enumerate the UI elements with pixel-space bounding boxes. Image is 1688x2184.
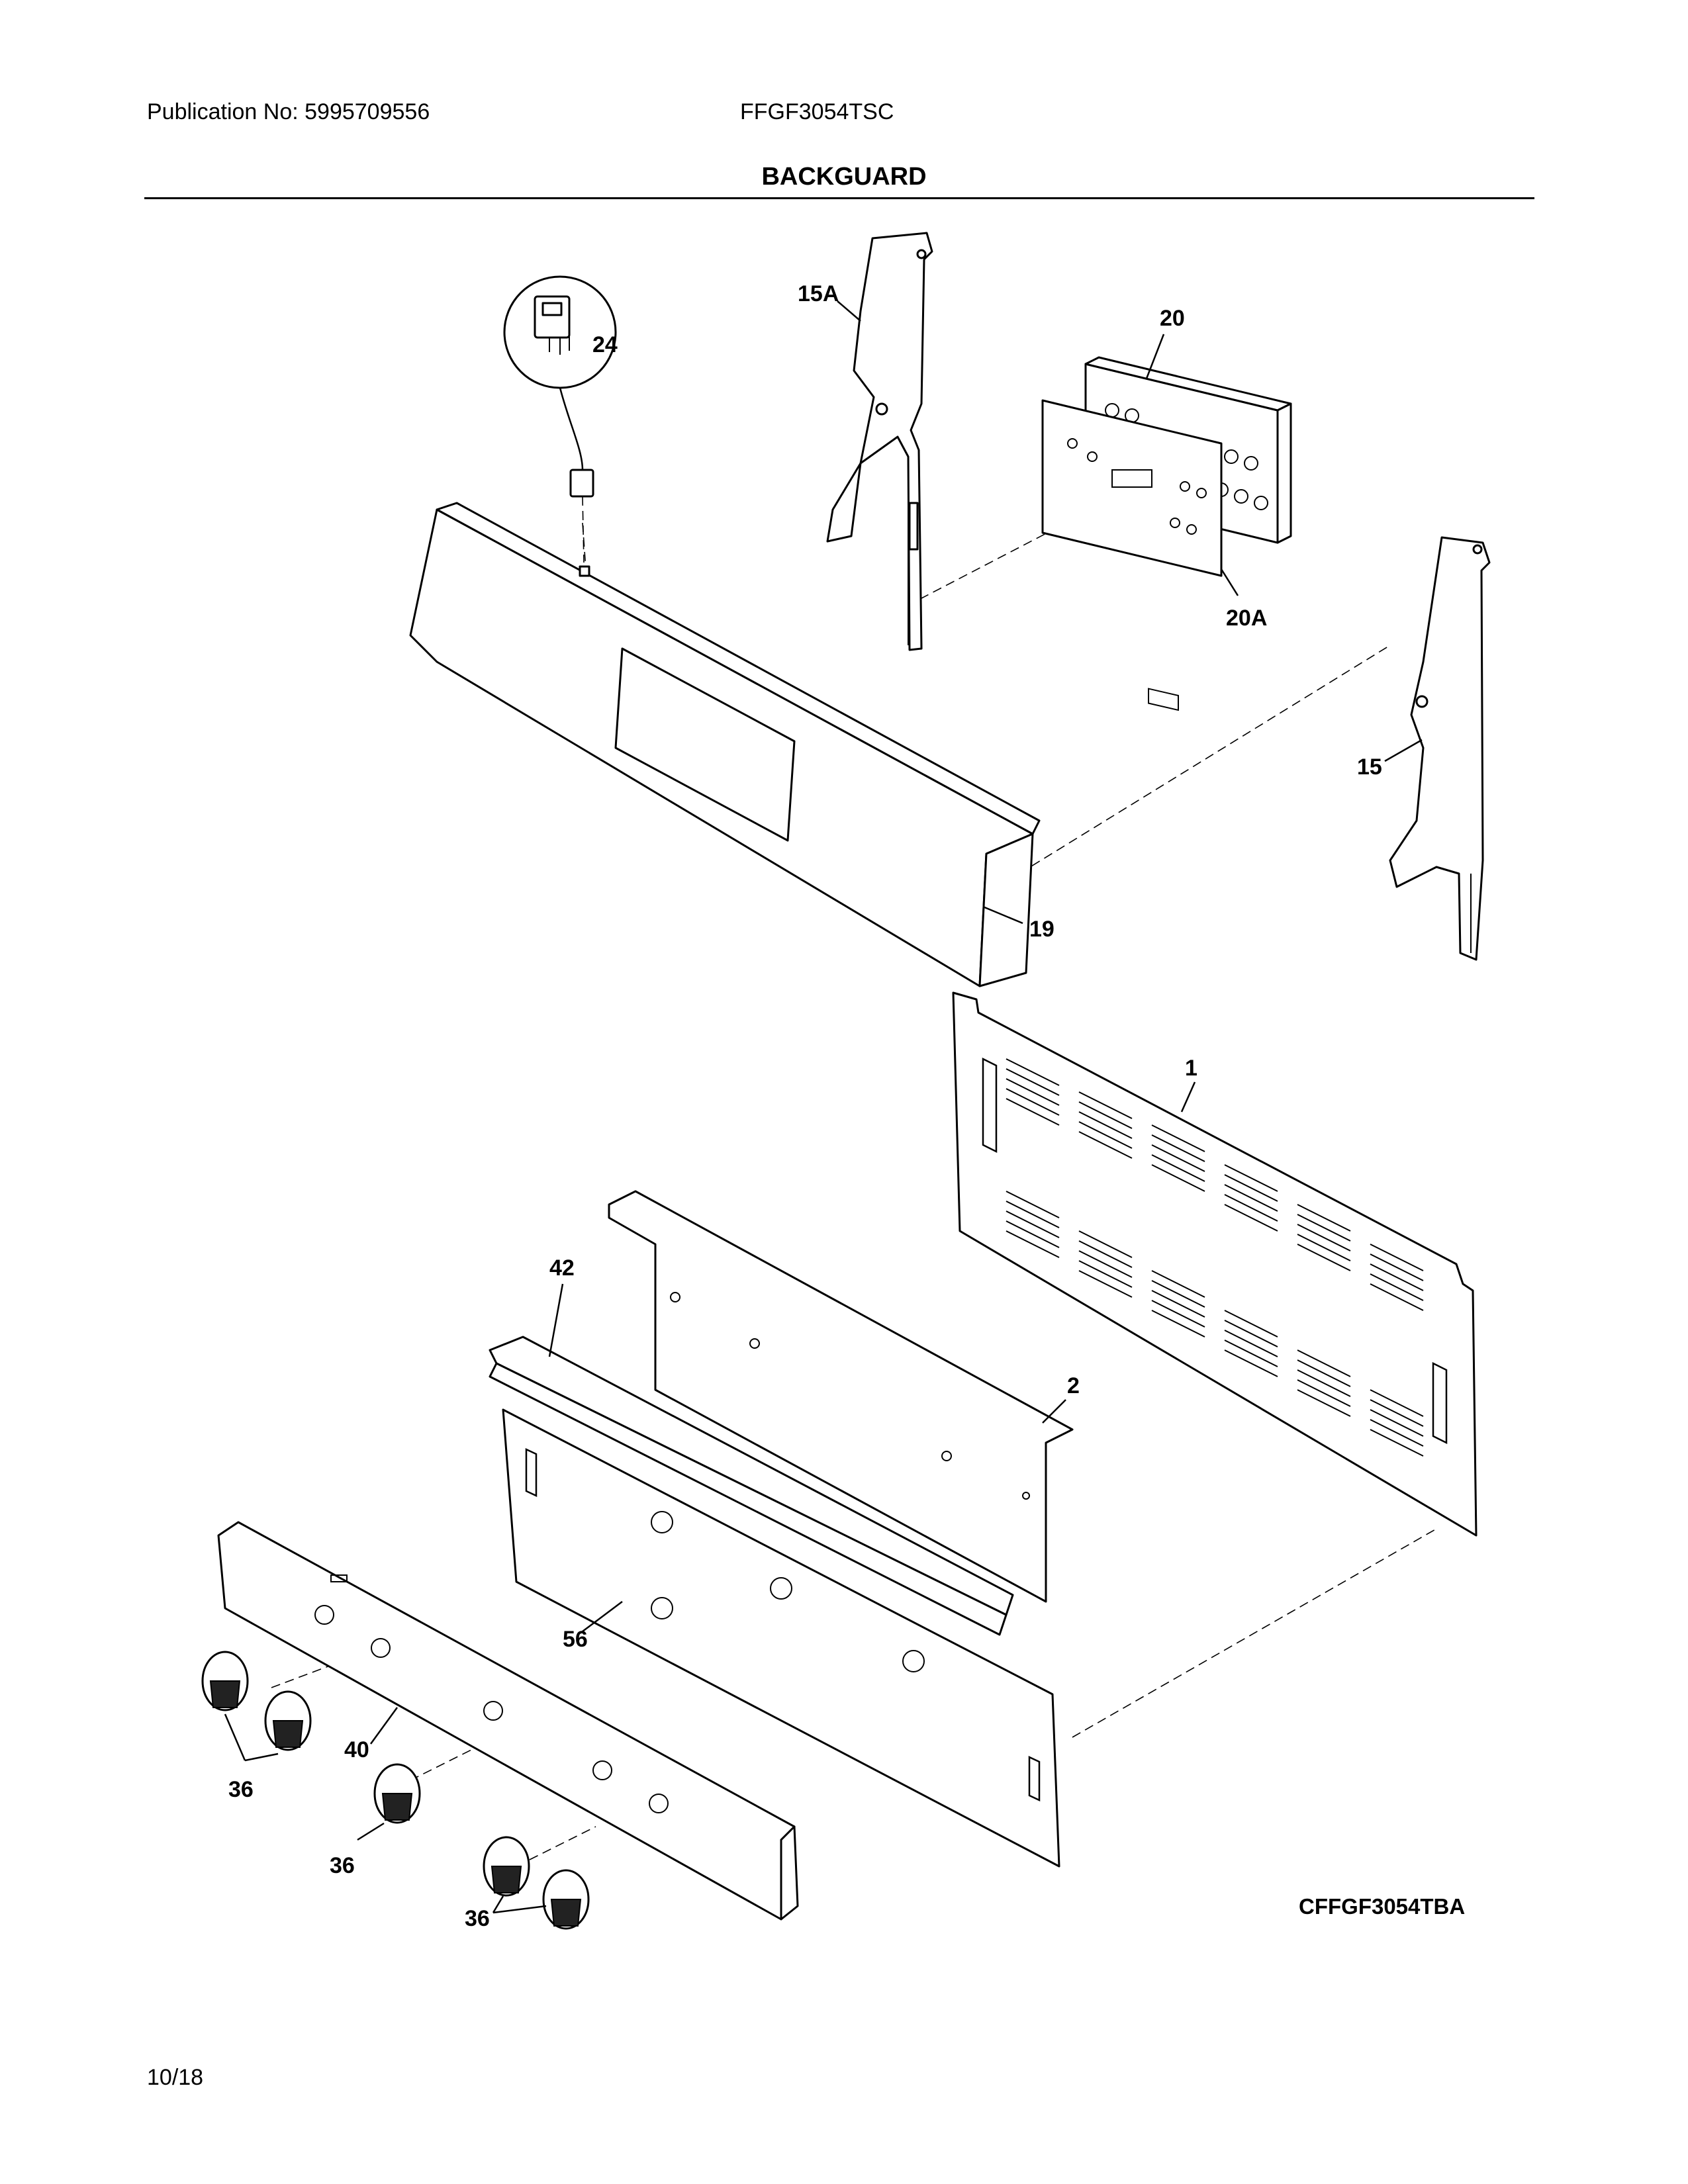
manifold-panel-56 <box>502 1408 1060 1868</box>
knob <box>542 1869 590 1930</box>
callout-36-b: 36 <box>330 1853 355 1878</box>
knob <box>483 1836 530 1897</box>
header-divider <box>144 197 1534 199</box>
leader-lines <box>224 300 1423 1914</box>
callout-40: 40 <box>344 1737 369 1762</box>
callout-19: 19 <box>1029 917 1055 942</box>
knob <box>264 1690 312 1751</box>
control-panel-40 <box>217 1521 799 1921</box>
callout-15a: 15A <box>798 281 839 306</box>
heat-shield-2 <box>608 1190 1074 1603</box>
model-number: FFGF3054TSC <box>740 99 894 124</box>
rear-panel-1 <box>952 991 1477 1537</box>
publication-number: Publication No: 5995709556 <box>147 99 430 124</box>
section-title: BACKGUARD <box>761 163 927 191</box>
end-bracket-15a <box>826 232 933 651</box>
knob <box>373 1763 421 1824</box>
callout-36-c: 36 <box>465 1906 490 1931</box>
backguard-panel-19 <box>409 502 1041 987</box>
callout-42: 42 <box>549 1255 575 1281</box>
end-bracket-15 <box>1389 536 1491 961</box>
drawing-id: CFFGF3054TBA <box>1299 1894 1466 1919</box>
switch-24 <box>503 275 617 563</box>
callout-36-a: 36 <box>228 1777 254 1802</box>
rear-panel-vents <box>1006 1058 1424 1457</box>
knob <box>201 1651 249 1711</box>
callout-24: 24 <box>592 332 618 357</box>
callout-56: 56 <box>563 1627 588 1652</box>
knobs-36 <box>201 1651 590 1930</box>
callout-1: 1 <box>1185 1056 1197 1081</box>
overlay-panel-20a <box>1041 399 1223 577</box>
callout-20: 20 <box>1160 306 1185 331</box>
callout-2: 2 <box>1067 1373 1080 1398</box>
page-number: 10/18 <box>147 2065 204 2090</box>
callout-20a: 20A <box>1226 606 1267 631</box>
trim-rail-42 <box>489 1336 1014 1636</box>
callout-15: 15 <box>1357 754 1382 780</box>
